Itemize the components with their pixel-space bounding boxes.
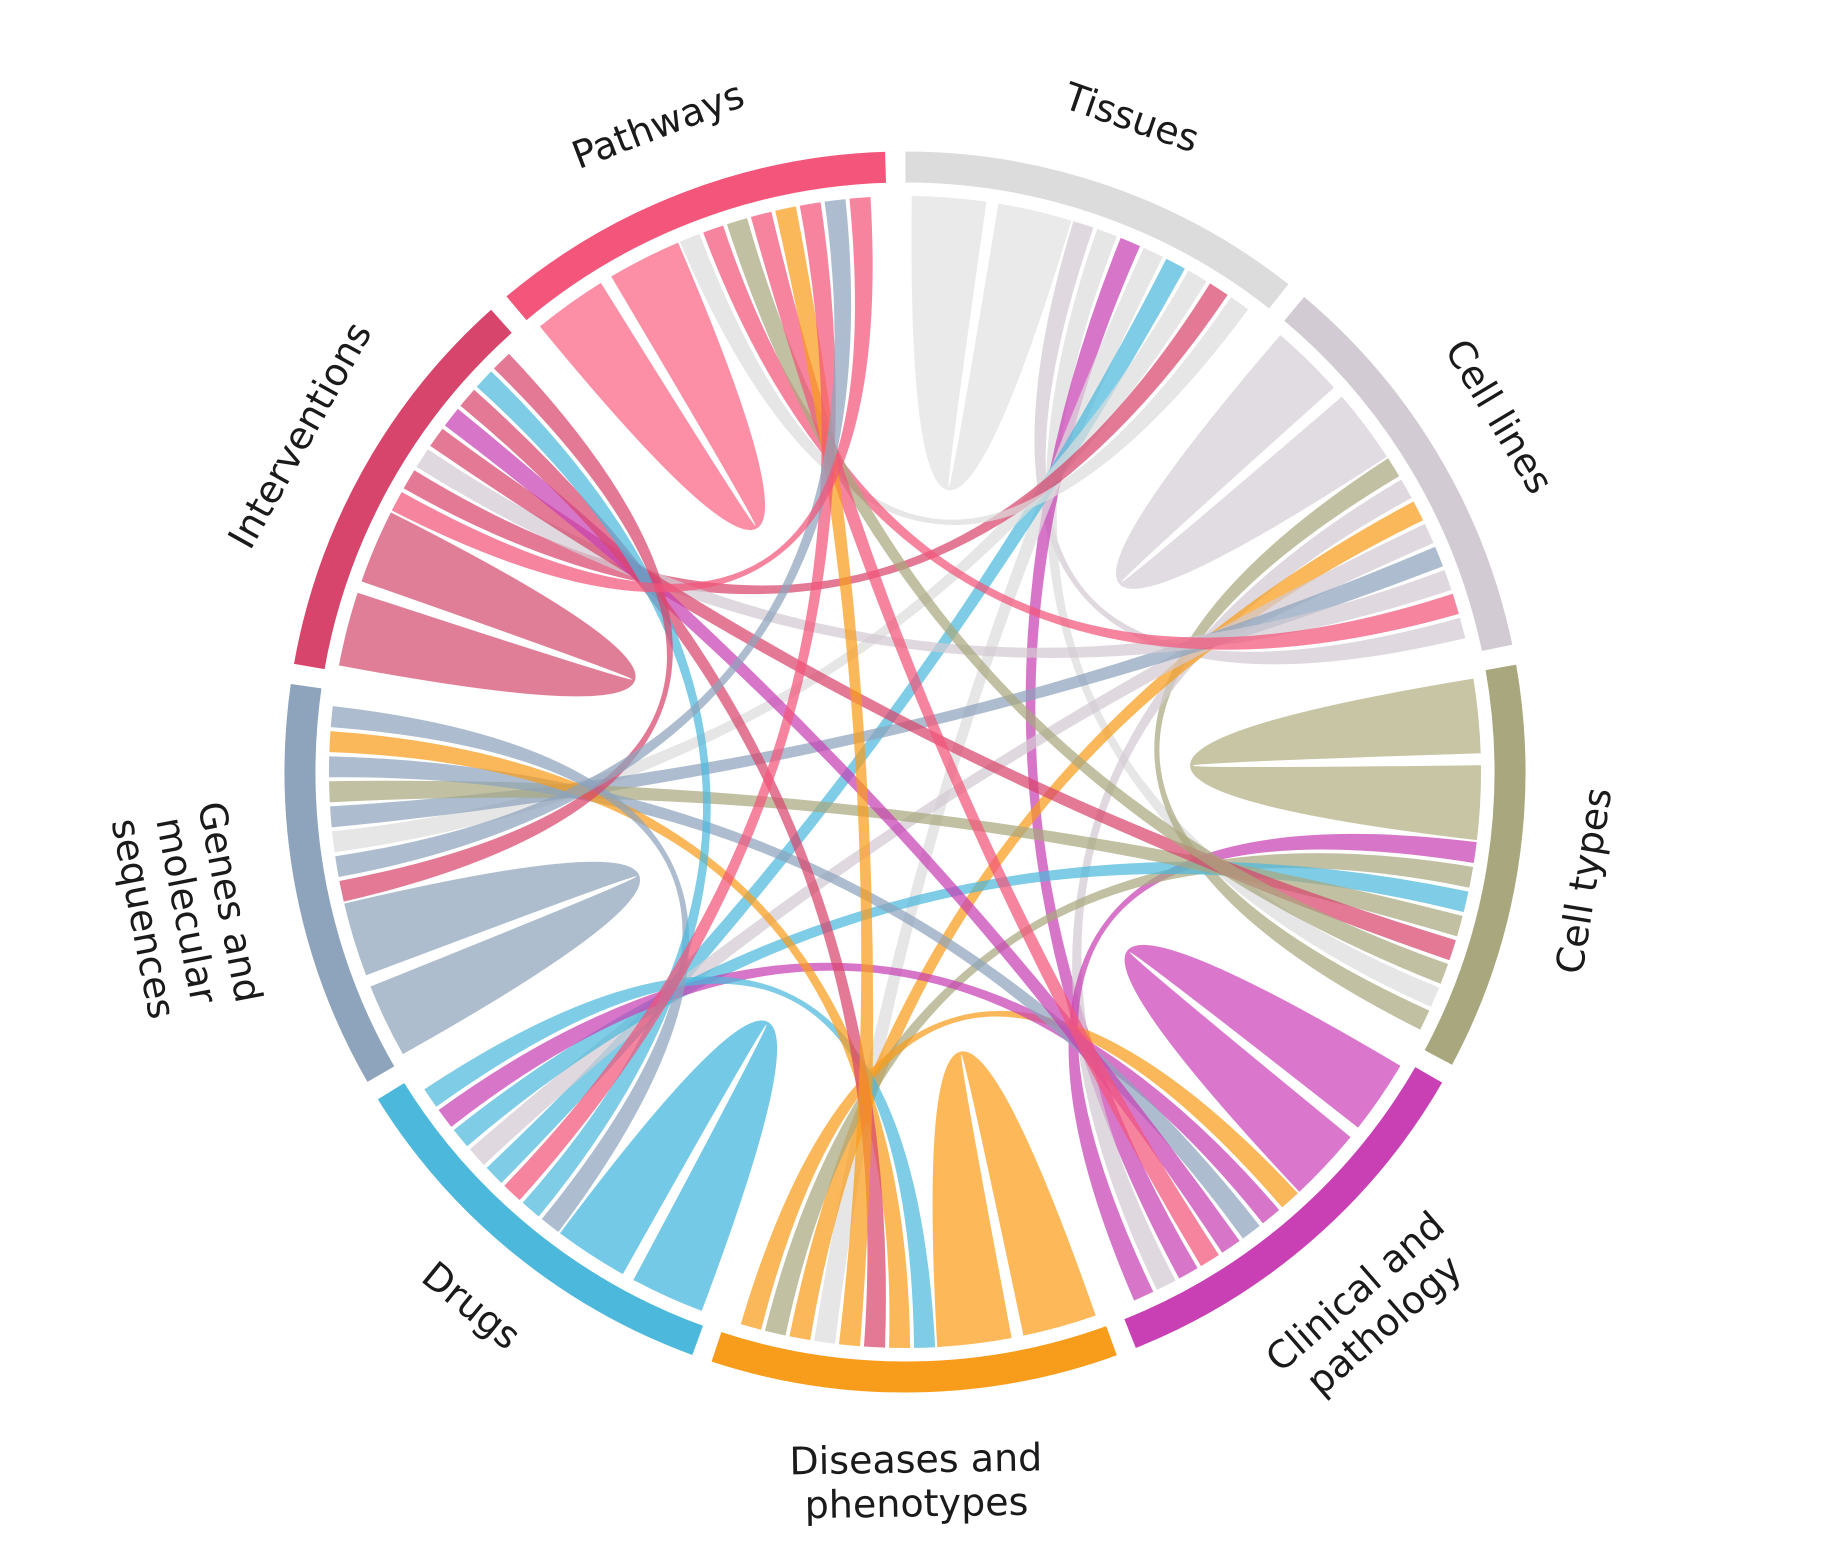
arc-layer xyxy=(281,148,1529,1396)
ribbon-genes-and-molecular-sequences-self xyxy=(344,861,641,1055)
ribbon-tissues-self xyxy=(911,196,1072,491)
label-diseases-and-phenotypes-line-0: Diseases and xyxy=(789,1435,1042,1483)
label-pathways: Pathways xyxy=(566,72,750,177)
label-drugs-line-0: Drugs xyxy=(414,1253,529,1358)
label-drugs: Drugs xyxy=(414,1253,529,1358)
arc-tissues xyxy=(902,148,1293,313)
label-tissues-line-0: Tissues xyxy=(1058,74,1205,162)
label-cell-lines: Cell lines xyxy=(1436,332,1562,502)
ribbon-layer xyxy=(328,196,1481,1348)
ribbon-drugs-self xyxy=(559,1020,778,1311)
label-pathways-line-0: Pathways xyxy=(566,72,750,177)
ribbon-diseases-and-phenotypes-self xyxy=(932,1051,1096,1348)
label-cell-lines-line-0: Cell lines xyxy=(1436,332,1562,502)
label-diseases-and-phenotypes-line-1: phenotypes xyxy=(804,1480,1028,1528)
label-tissues: Tissues xyxy=(1058,74,1205,162)
arc-genes-and-molecular-sequences xyxy=(281,680,399,1086)
arc-diseases-and-phenotypes xyxy=(707,1322,1121,1396)
ribbon-pathways-self xyxy=(539,242,766,531)
ribbon-tissues-to-cell-lines xyxy=(1034,221,1466,665)
ribbon-clinical-and-pathology-self xyxy=(1124,944,1401,1192)
label-cell-types-line-0: Cell types xyxy=(1547,785,1620,977)
ribbon-cell-lines-self xyxy=(1116,335,1387,589)
ribbon-cell-lines-to-genes-and-molecular-sequences xyxy=(330,546,1444,828)
ribbon-tissues-to-diseases-and-phenotypes xyxy=(814,247,1163,1344)
arc-clinical-and-pathology xyxy=(1120,1063,1447,1352)
arc-interventions xyxy=(290,305,516,673)
ribbon-clinical-and-pathology-to-pathways xyxy=(750,211,1219,1267)
ribbon-interventions-self xyxy=(338,512,636,697)
label-cell-types: Cell types xyxy=(1547,785,1620,977)
arc-drugs xyxy=(373,1078,707,1359)
arc-cell-lines xyxy=(1280,292,1516,655)
arc-pathways xyxy=(502,148,890,325)
ribbon-cell-lines-to-cell-types xyxy=(1154,458,1430,1030)
ribbon-tissues-to-pathways xyxy=(679,233,1249,525)
arc-cell-types xyxy=(1420,661,1529,1069)
ribbon-cell-types-self xyxy=(1190,678,1481,841)
ribbon-tissues-to-cell-types xyxy=(1045,229,1440,1007)
ribbon-cell-types-to-genes-and-molecular-sequences xyxy=(329,780,1463,937)
